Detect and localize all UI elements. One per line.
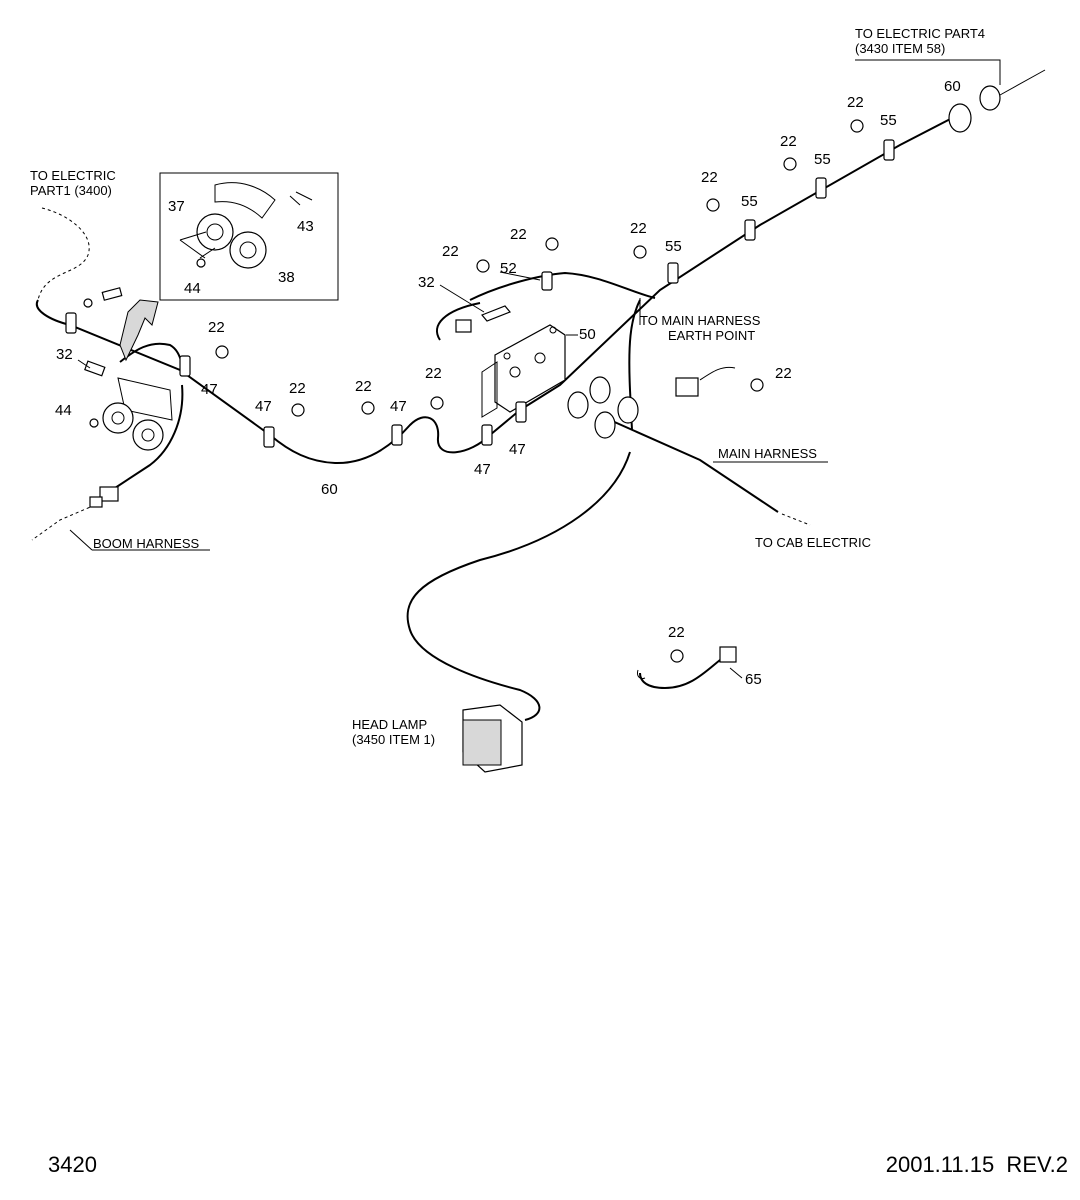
item-55: 55 — [814, 151, 831, 168]
footer: 3420 2001.11.15 REV.2 — [48, 1152, 1068, 1177]
item-22: 22 — [510, 226, 527, 243]
to-electric-part1-label-line1: TO ELECTRIC — [30, 168, 116, 183]
item-numbers: 37 43 38 44 32 44 22 47 47 22 22 47 22 6… — [55, 78, 961, 688]
callout-labels: TO ELECTRIC PART1 (3400) TO ELECTRIC PAR… — [30, 26, 985, 747]
item-38: 38 — [278, 269, 295, 286]
head-lamp-label-line1: HEAD LAMP — [352, 717, 427, 732]
horn-inset — [119, 172, 339, 362]
item-22: 22 — [668, 624, 685, 641]
item-22: 22 — [847, 94, 864, 111]
item-37: 37 — [168, 198, 185, 215]
item-60: 60 — [944, 78, 961, 95]
date-revision: 2001.11.15 REV.2 — [886, 1152, 1068, 1177]
item-55: 55 — [665, 238, 682, 255]
item-22: 22 — [289, 380, 306, 397]
head-lamp-label-line2: (3450 ITEM 1) — [352, 732, 435, 747]
item-47: 47 — [255, 398, 272, 415]
item-22: 22 — [780, 133, 797, 150]
item-47: 47 — [474, 461, 491, 478]
clamps — [65, 139, 895, 448]
head-lamp — [462, 704, 523, 773]
fasteners — [83, 119, 864, 663]
item-32: 32 — [418, 274, 435, 291]
item-22: 22 — [442, 243, 459, 260]
item-55: 55 — [880, 112, 897, 129]
to-electric-part4-label-line1: TO ELECTRIC PART4 — [855, 26, 985, 41]
item-22: 22 — [425, 365, 442, 382]
item-47: 47 — [201, 381, 218, 398]
item-55: 55 — [741, 193, 758, 210]
item-47: 47 — [390, 398, 407, 415]
item-50: 50 — [579, 326, 596, 343]
item-22: 22 — [355, 378, 372, 395]
to-main-harness-earth-label-line1: TO MAIN HARNESS — [640, 313, 761, 328]
item-44: 44 — [55, 402, 72, 419]
item-32: 32 — [56, 346, 73, 363]
item-22: 22 — [208, 319, 225, 336]
item-52: 52 — [500, 260, 517, 277]
item-47: 47 — [509, 441, 526, 458]
item-22: 22 — [630, 220, 647, 237]
to-main-harness-earth-label-line2: EARTH POINT — [668, 328, 755, 343]
lower-horn — [84, 360, 173, 451]
leader-lines — [69, 59, 1001, 679]
item-22: 22 — [701, 169, 718, 186]
item-60: 60 — [321, 481, 338, 498]
main-harness-label: MAIN HARNESS — [718, 446, 817, 461]
item-43: 43 — [297, 218, 314, 235]
to-electric-part4-label-line2: (3430 ITEM 58) — [855, 41, 945, 56]
harness-wires — [31, 69, 1046, 721]
item-22: 22 — [775, 365, 792, 382]
to-cab-electric-label: TO CAB ELECTRIC — [755, 535, 871, 550]
item-65: 65 — [745, 671, 762, 688]
connectors — [89, 85, 1001, 679]
item-44: 44 — [184, 280, 201, 297]
page-number: 3420 — [48, 1152, 97, 1177]
boom-harness-label: BOOM HARNESS — [93, 536, 200, 551]
bracket-50 — [455, 305, 566, 418]
to-electric-part1-label-line2: PART1 (3400) — [30, 183, 112, 198]
